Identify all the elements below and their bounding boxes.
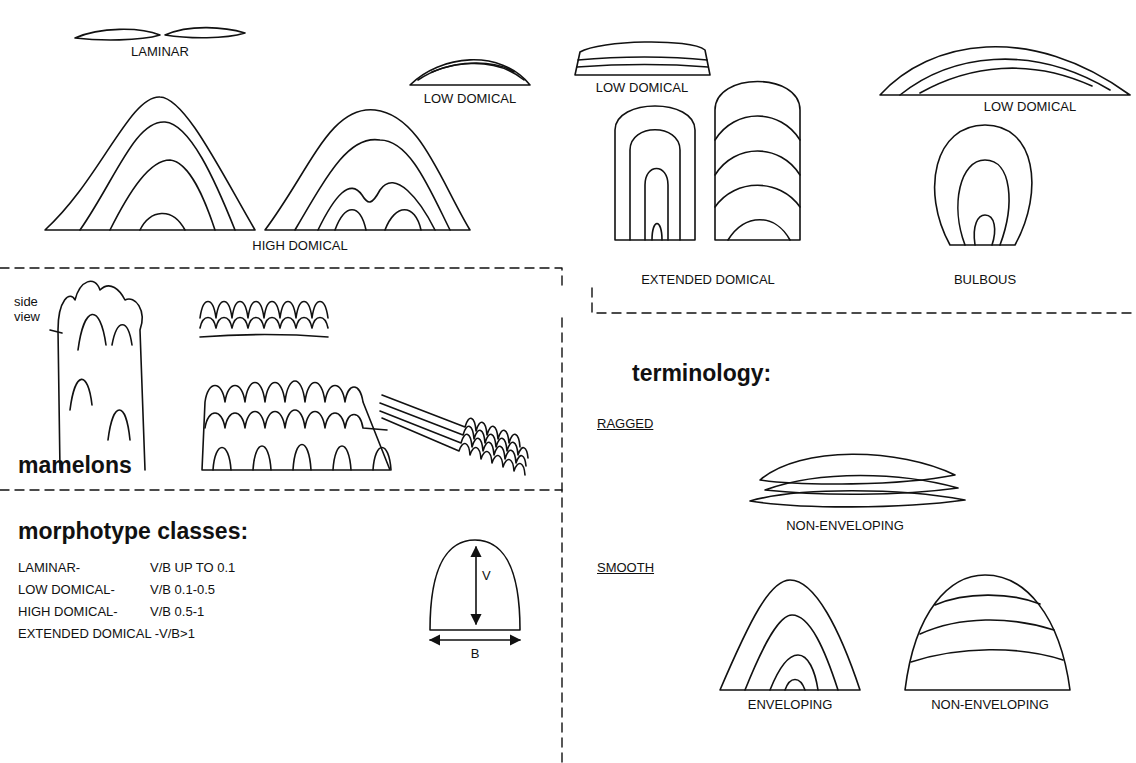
mamelon-column [50, 281, 145, 470]
side-view-label: side view [14, 294, 50, 324]
shape-label: LAMINAR [131, 44, 189, 59]
shape-label: HIGH DOMICAL [252, 238, 347, 253]
extended-domical-shape [715, 82, 800, 241]
ragged-shape [750, 454, 965, 507]
measure-dome [430, 540, 520, 640]
section-heading: mamelons [18, 452, 132, 478]
bulbous-shape [935, 125, 1032, 245]
enveloping-shape [720, 580, 860, 690]
section-heading: terminology: [632, 360, 771, 386]
term-heading: SMOOTH [597, 560, 654, 575]
mamelon-waves [200, 302, 328, 338]
class-name: HIGH DOMICAL- [18, 604, 118, 619]
term-label: NON-ENVELOPING [786, 518, 904, 533]
laminar-shape [75, 28, 245, 40]
term-label: NON-ENVELOPING [931, 697, 1049, 712]
high-domical-shape [265, 110, 470, 230]
shape-label: LOW DOMICAL [424, 91, 516, 106]
class-ratio: V/B UP TO 0.1 [150, 560, 235, 575]
section-heading: morphotype classes: [18, 518, 248, 544]
class-name: LAMINAR- [18, 560, 80, 575]
high-domical-shape [45, 97, 255, 230]
class-ratio: V/B 0.1-0.5 [150, 582, 215, 597]
low-domical-shape [880, 47, 1130, 95]
extended-domical-shape [615, 106, 695, 240]
term-label: ENVELOPING [748, 697, 833, 712]
shape-label: LOW DOMICAL [596, 80, 688, 95]
shape-label: LOW DOMICAL [984, 99, 1076, 114]
low-domical-shape [410, 60, 530, 85]
non-enveloping-shape [905, 575, 1070, 690]
dimension-label: V [482, 568, 491, 583]
class-name: EXTENDED DOMICAL -V/B>1 [18, 626, 195, 641]
class-ratio: V/B 0.5-1 [150, 604, 204, 619]
mamelon-domes [202, 381, 391, 470]
dimension-label: B [471, 646, 480, 661]
term-heading: RAGGED [597, 416, 653, 431]
class-name: LOW DOMICAL- [18, 582, 115, 597]
shape-label: EXTENDED DOMICAL [641, 272, 775, 287]
mamelon-oblique [380, 395, 528, 475]
low-domical-shape [575, 42, 710, 75]
divider-lines [0, 268, 1136, 763]
shape-label: BULBOUS [954, 272, 1016, 287]
